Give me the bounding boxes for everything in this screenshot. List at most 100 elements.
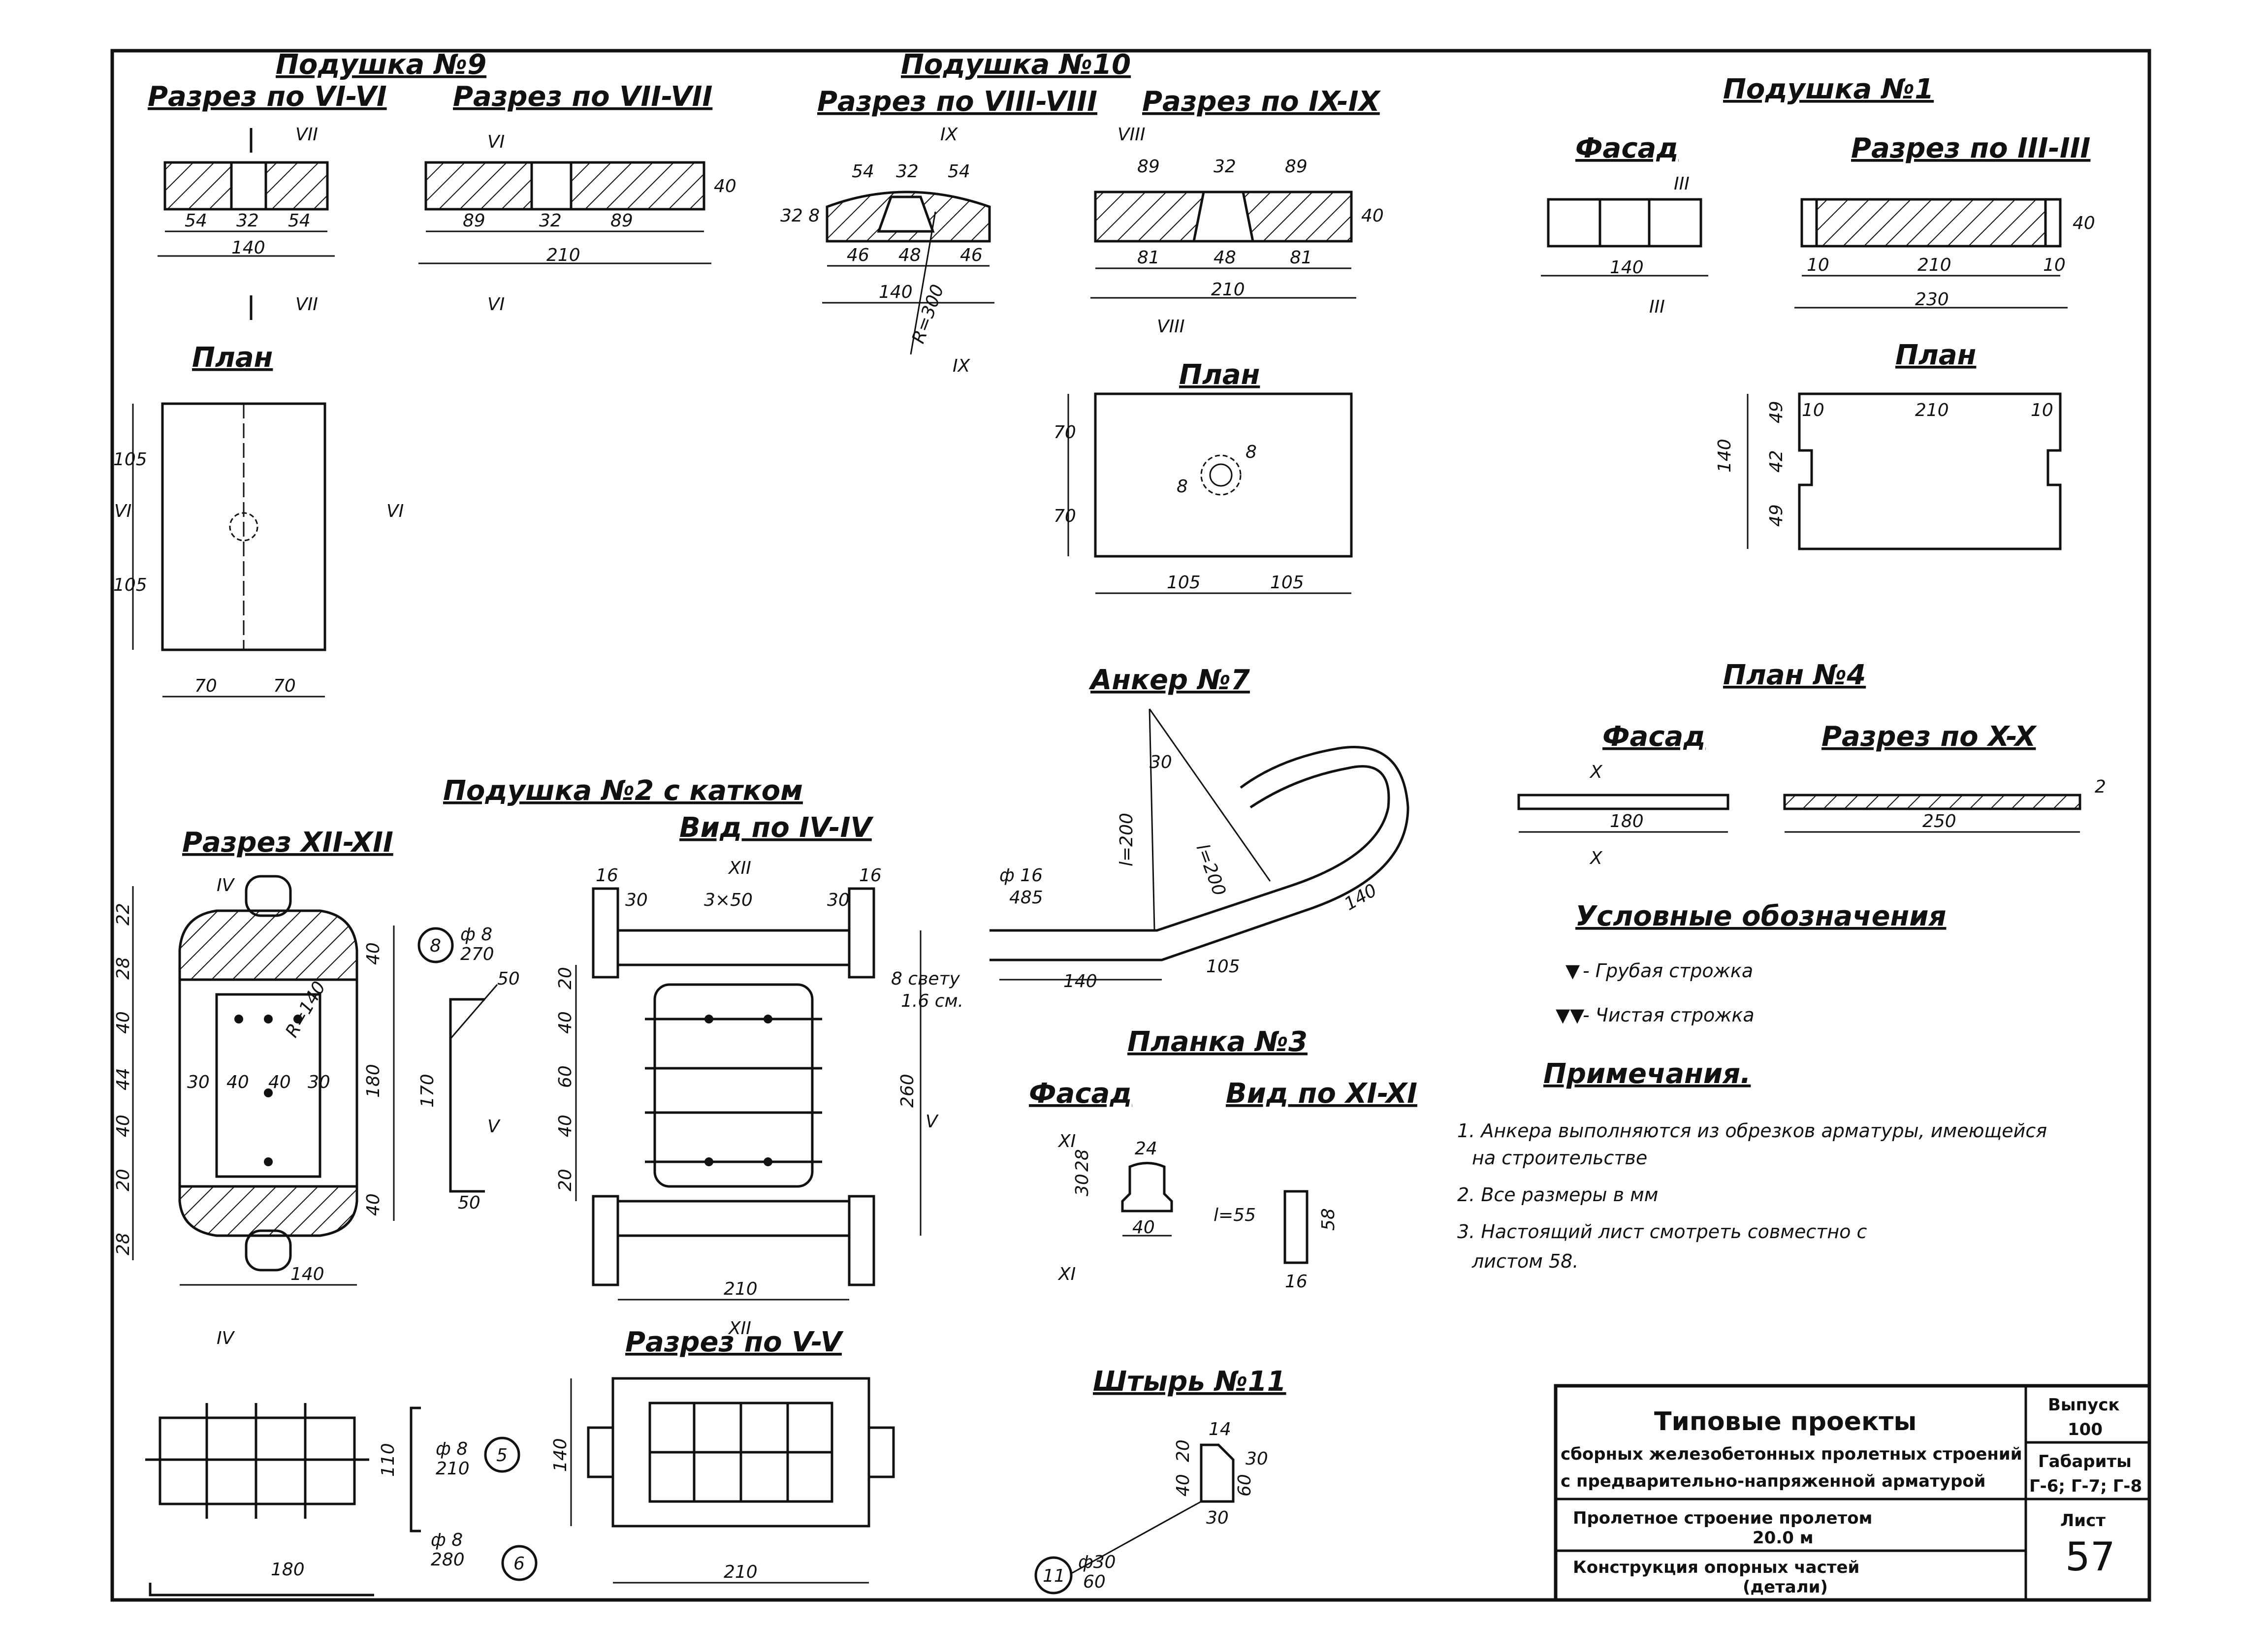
rebar-dot (704, 1015, 713, 1023)
leader-line (910, 211, 936, 355)
legend-rough-text: - Грубая строжка (1583, 960, 1753, 982)
pin-11-diameter: ф30 (1078, 1552, 1116, 1572)
pad-10-plan-outline (1094, 392, 1353, 558)
pad-2-view-4-cage (653, 983, 814, 1188)
pad-1-section-3-body (1800, 198, 2062, 248)
dim-label: 22 (113, 903, 133, 926)
pin-11-body (1200, 1443, 1235, 1503)
dim-label: 46 (847, 245, 869, 265)
dim-label: 70 (1054, 506, 1076, 526)
dim-label: 110 (378, 1443, 398, 1477)
pad-2-section-5-lug (867, 1426, 895, 1478)
dim-label: 60 (555, 1065, 575, 1088)
dim-line (1149, 708, 1271, 882)
dim-label: 140 (1063, 971, 1097, 991)
dim-label: 50 (497, 969, 520, 989)
dim-label: 16 (1285, 1272, 1308, 1292)
dim-label: 54 (852, 161, 874, 182)
section-mark: IX (953, 356, 971, 376)
rebar-dot (764, 1015, 772, 1023)
dim-label: 48 (1214, 248, 1236, 268)
dim-label: 140 (231, 238, 265, 258)
pin-11-length: 60 (1083, 1572, 1106, 1592)
pad-1-section-3-end (1800, 198, 1818, 248)
legend-fine-symbol: ▼▼ (1556, 1004, 1585, 1026)
pad-9-group: Подушка №9 Разрез по VI-VI Разрез по VII… (113, 49, 736, 698)
stamp-desc-2: (детали) (1743, 1577, 1828, 1597)
rebar-8-diameter: ф 8 (460, 925, 492, 945)
dim-label: 58 (1318, 1208, 1339, 1231)
note-1-line-1: 1. Анкера выполняются из обрезков армату… (1457, 1120, 2047, 1142)
dim-label: 30 (625, 890, 648, 910)
section-mark: X (1589, 762, 1603, 782)
stamp-title-1: Типовые проекты (1654, 1407, 1917, 1436)
dim-label: 2 (2095, 777, 2106, 797)
note-3-line-2: листом 58. (1471, 1250, 1578, 1272)
legend-rough-symbol: ▼ (1565, 960, 1580, 982)
dim-label: 20 (555, 1169, 575, 1191)
rebar-6-marker (501, 1545, 538, 1581)
dim-label: 30 (1246, 1449, 1268, 1469)
dim-label: 14 (1209, 1419, 1231, 1439)
pad-1-plan-title: План (1895, 339, 1976, 371)
strip-3-title: Планка №3 (1127, 1026, 1308, 1058)
pad-2-section-5-title: Разрез по V-V (625, 1326, 844, 1358)
stamp-gabarit: Г-6; Г-7; Г-8 (2029, 1476, 2142, 1496)
dim-label: 210 (1915, 400, 1949, 420)
note-1-line-2: на строительстве (1472, 1147, 1647, 1169)
plan-4-facade-title: Фасад (1602, 721, 1706, 753)
dim-label: 3×50 (704, 890, 753, 910)
pad-9-section-7-title: Разрез по VII-VII (453, 81, 712, 113)
pad-2-section-12-bottom (178, 1185, 358, 1237)
dim-label: 40 (2073, 213, 2095, 233)
dim-label: 89 (463, 211, 485, 231)
dim-label: 20 (113, 1169, 133, 1191)
pin-11-title: Штырь №11 (1093, 1366, 1286, 1398)
rebar-dot (293, 1015, 302, 1023)
dim-label: 50 (458, 1193, 480, 1213)
rebar-8-shape (449, 998, 485, 1193)
anchor-7-bar-edge (990, 746, 1409, 961)
dim-label: 28 (113, 957, 133, 980)
dim-label: 70 (194, 676, 217, 696)
dim-label: 40 (363, 1193, 383, 1216)
pad-2-view-4-post (592, 887, 619, 979)
bar-length: 485 (1009, 888, 1043, 908)
rebar-5-number: 5 (496, 1445, 508, 1466)
section-mark: VII (295, 125, 318, 145)
stamp-issue: 100 (2068, 1420, 2103, 1439)
anchor-7-title: Анкер №7 (1088, 664, 1250, 696)
dim-label: 140 (550, 1438, 571, 1472)
pad-1-group: Подушка №1 Фасад Разрез по III-III 140 I… (1541, 73, 2095, 550)
dim-label: 49 (1766, 504, 1787, 527)
pad-2-view-4-post (592, 1195, 619, 1286)
pad-10-section-9-title: Разрез по IX-IX (1142, 86, 1381, 118)
section-mark: VI (487, 132, 505, 152)
rebar-8-marker (417, 927, 454, 963)
pad-10-group: Подушка №10 Разрез по VIII-VIII Разрез п… (780, 49, 1384, 594)
note-2: 2. Все размеры в мм (1457, 1184, 1658, 1206)
pad-2-section-12-title: Разрез XII-XII (182, 827, 393, 859)
dim-label: 10 (1802, 400, 1824, 420)
dim-label: 54 (288, 211, 311, 231)
section-mark: IV (217, 875, 235, 895)
strip-3-group: Планка №3 Фасад Вид по XI-XI 24 l=55 30 … (1029, 1026, 1417, 1292)
pad-9-section-6-title: Разрез по VI-VI (148, 81, 387, 113)
dim-label: 70 (1054, 422, 1076, 443)
pad-1-section-3-title: Разрез по III-III (1851, 132, 2090, 164)
title-block-frame (1554, 1384, 2151, 1602)
dim-label: 89 (1137, 157, 1160, 177)
dim-label: 42 (1766, 450, 1787, 473)
length-label: l=200 (1117, 813, 1137, 866)
rebar-5-marker (484, 1436, 520, 1473)
dim-label: 210 (1917, 255, 1951, 275)
plan-4-section-10-body (1783, 794, 2081, 810)
anchor-7-bar (990, 765, 1390, 932)
strip-3-view-11-body (1283, 1190, 1309, 1264)
pad-2-title: Подушка №2 с катком (443, 775, 803, 807)
stamp-span-2: 20.0 м (1753, 1528, 1814, 1548)
dim-label: 140 (879, 282, 913, 302)
dim-label: 40 (1132, 1217, 1155, 1238)
plan-4-title: План №4 (1723, 659, 1866, 691)
